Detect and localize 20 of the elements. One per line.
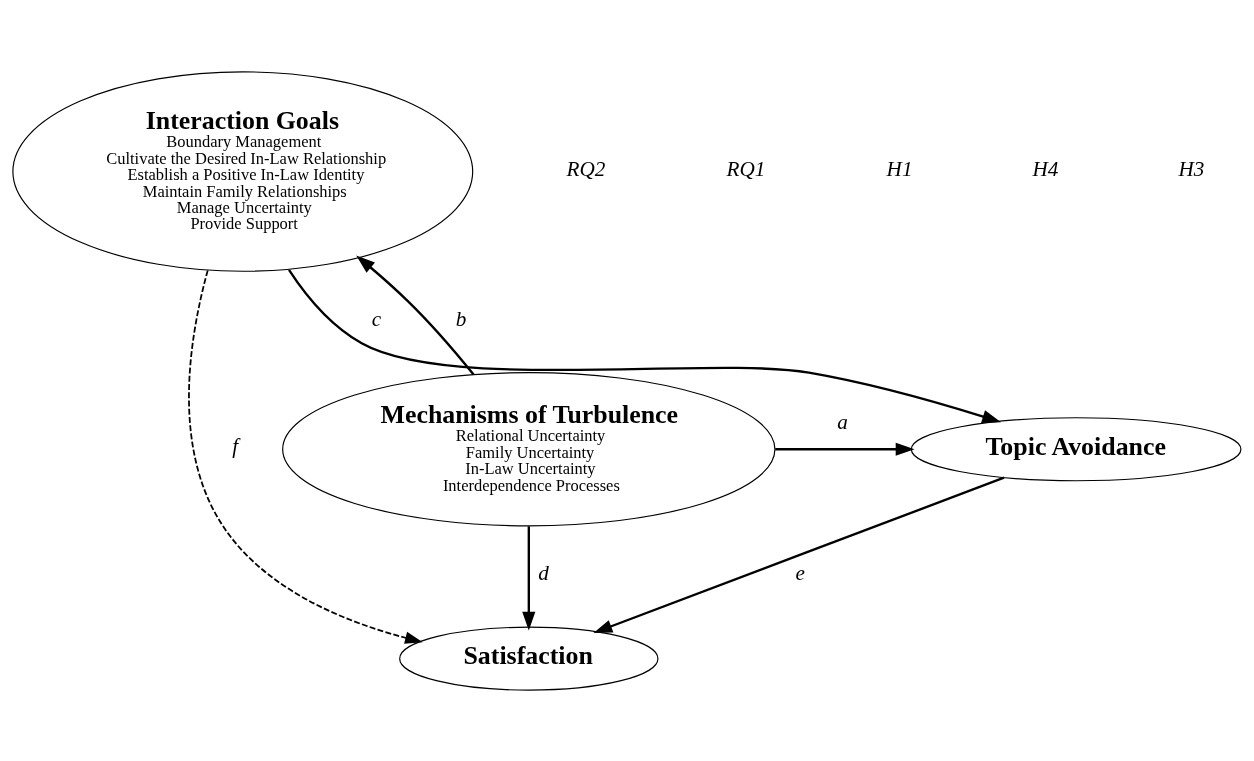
edge-label: d: [538, 560, 549, 585]
arrow: [775, 442, 915, 456]
arrow: [356, 255, 475, 375]
node-ellipse: Satisfaction: [399, 626, 659, 691]
label: H3: [1178, 156, 1205, 181]
edge-label: e: [795, 560, 805, 585]
arrow: [188, 269, 423, 644]
edge-label: f: [232, 433, 239, 458]
edge-label: c: [371, 306, 382, 331]
label: RQ1: [726, 156, 766, 181]
edge-label: a: [837, 409, 848, 434]
node-ellipse: Topic Avoidance: [910, 416, 1242, 481]
label: RQ2: [566, 156, 606, 181]
label: H1: [886, 156, 913, 181]
edge-label: b: [455, 306, 467, 331]
arrow: [288, 268, 1002, 423]
arrow: [522, 525, 536, 631]
arrow: [593, 476, 1005, 633]
label: H4: [1032, 156, 1059, 181]
node-ellipse: Mechanisms of Turbulence Relational Uncertainty Family Uncertainty In-Law Uncertainty Interdependence Processes: [282, 371, 776, 526]
